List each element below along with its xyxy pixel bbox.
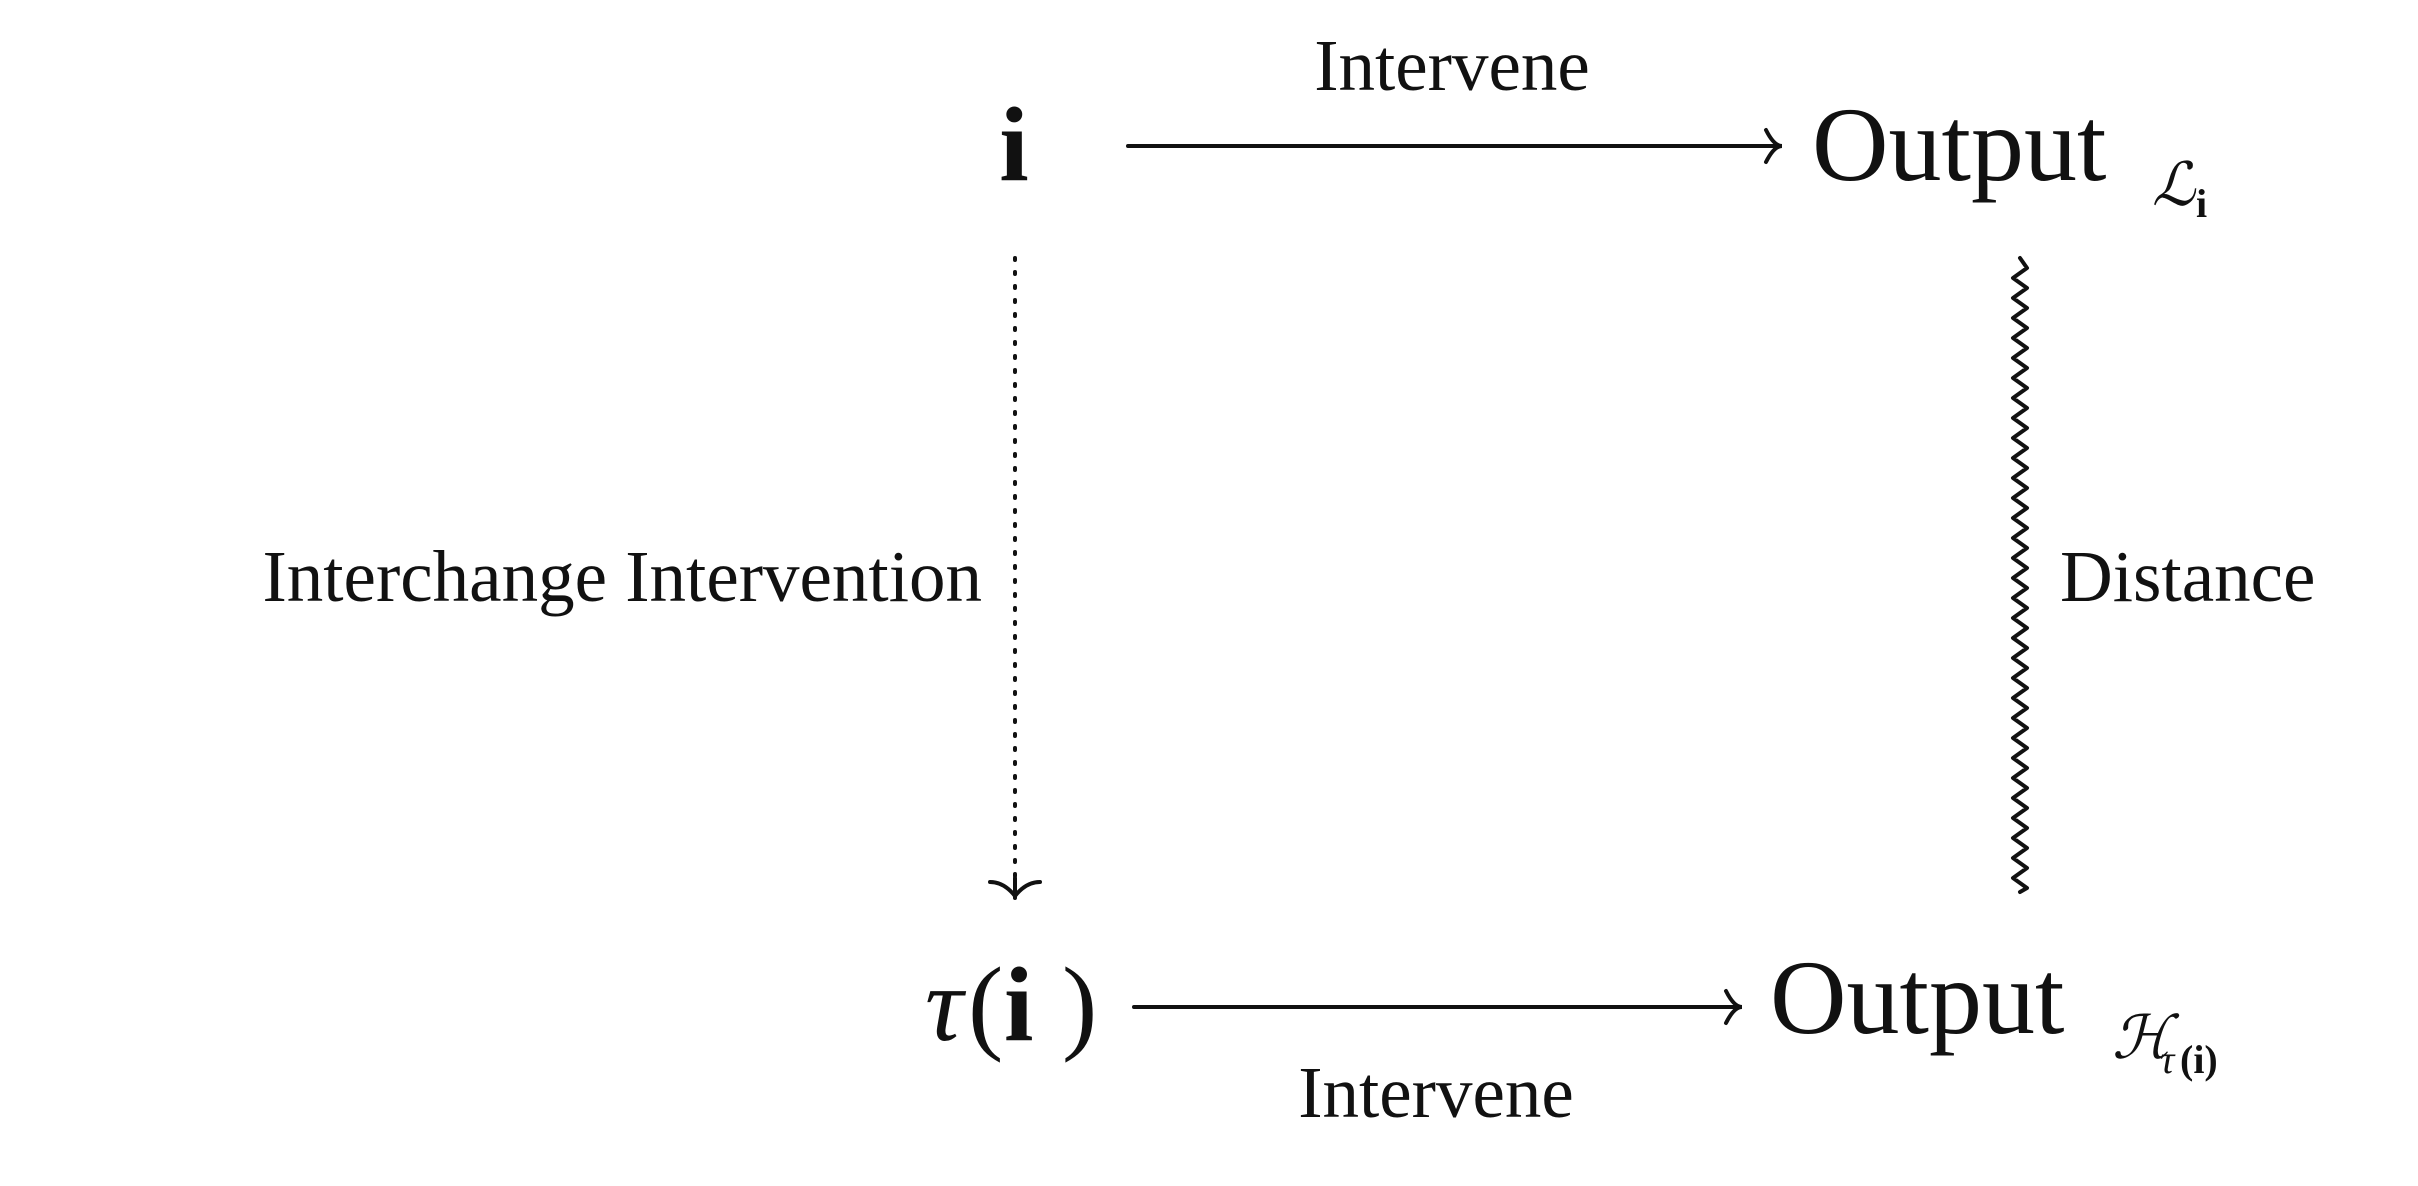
node-top-right-text: Output [1812, 86, 2106, 203]
node-top-right: Output ℒ i [1812, 86, 2207, 226]
node-top-left: i [999, 86, 1028, 203]
node-top-right-subscript-index: i [2196, 181, 2207, 226]
node-top-right-subscript: ℒ [2152, 152, 2197, 218]
edge-top-arrow [1126, 128, 1783, 164]
node-bottom-left: τ ( i ) [925, 946, 1097, 1063]
node-bottom-left-i: i [1004, 946, 1033, 1063]
node-bottom-left-open-paren: ( [968, 946, 1003, 1063]
edge-bottom-label: Intervene [1298, 1052, 1574, 1133]
node-bottom-right-subscript-index: (i) [2180, 1037, 2218, 1082]
node-bottom-left-close-paren: ) [1062, 946, 1097, 1063]
edge-right-squiggle [2011, 256, 2029, 894]
edge-left-label: Interchange Intervention [262, 536, 982, 617]
node-bottom-right: Output ℋ τ (i) [1770, 939, 2218, 1082]
edge-top-label: Intervene [1314, 25, 1590, 106]
edge-right-label: Distance [2060, 536, 2315, 617]
edge-bottom-arrow [1132, 989, 1743, 1025]
node-bottom-right-subscript: ℋ [2112, 1005, 2180, 1071]
node-bottom-right-subscript-tau: τ [2160, 1037, 2176, 1082]
node-bottom-left-tau: τ [925, 946, 967, 1063]
node-bottom-right-text: Output [1770, 939, 2064, 1056]
edge-left-arrow [988, 256, 1042, 900]
